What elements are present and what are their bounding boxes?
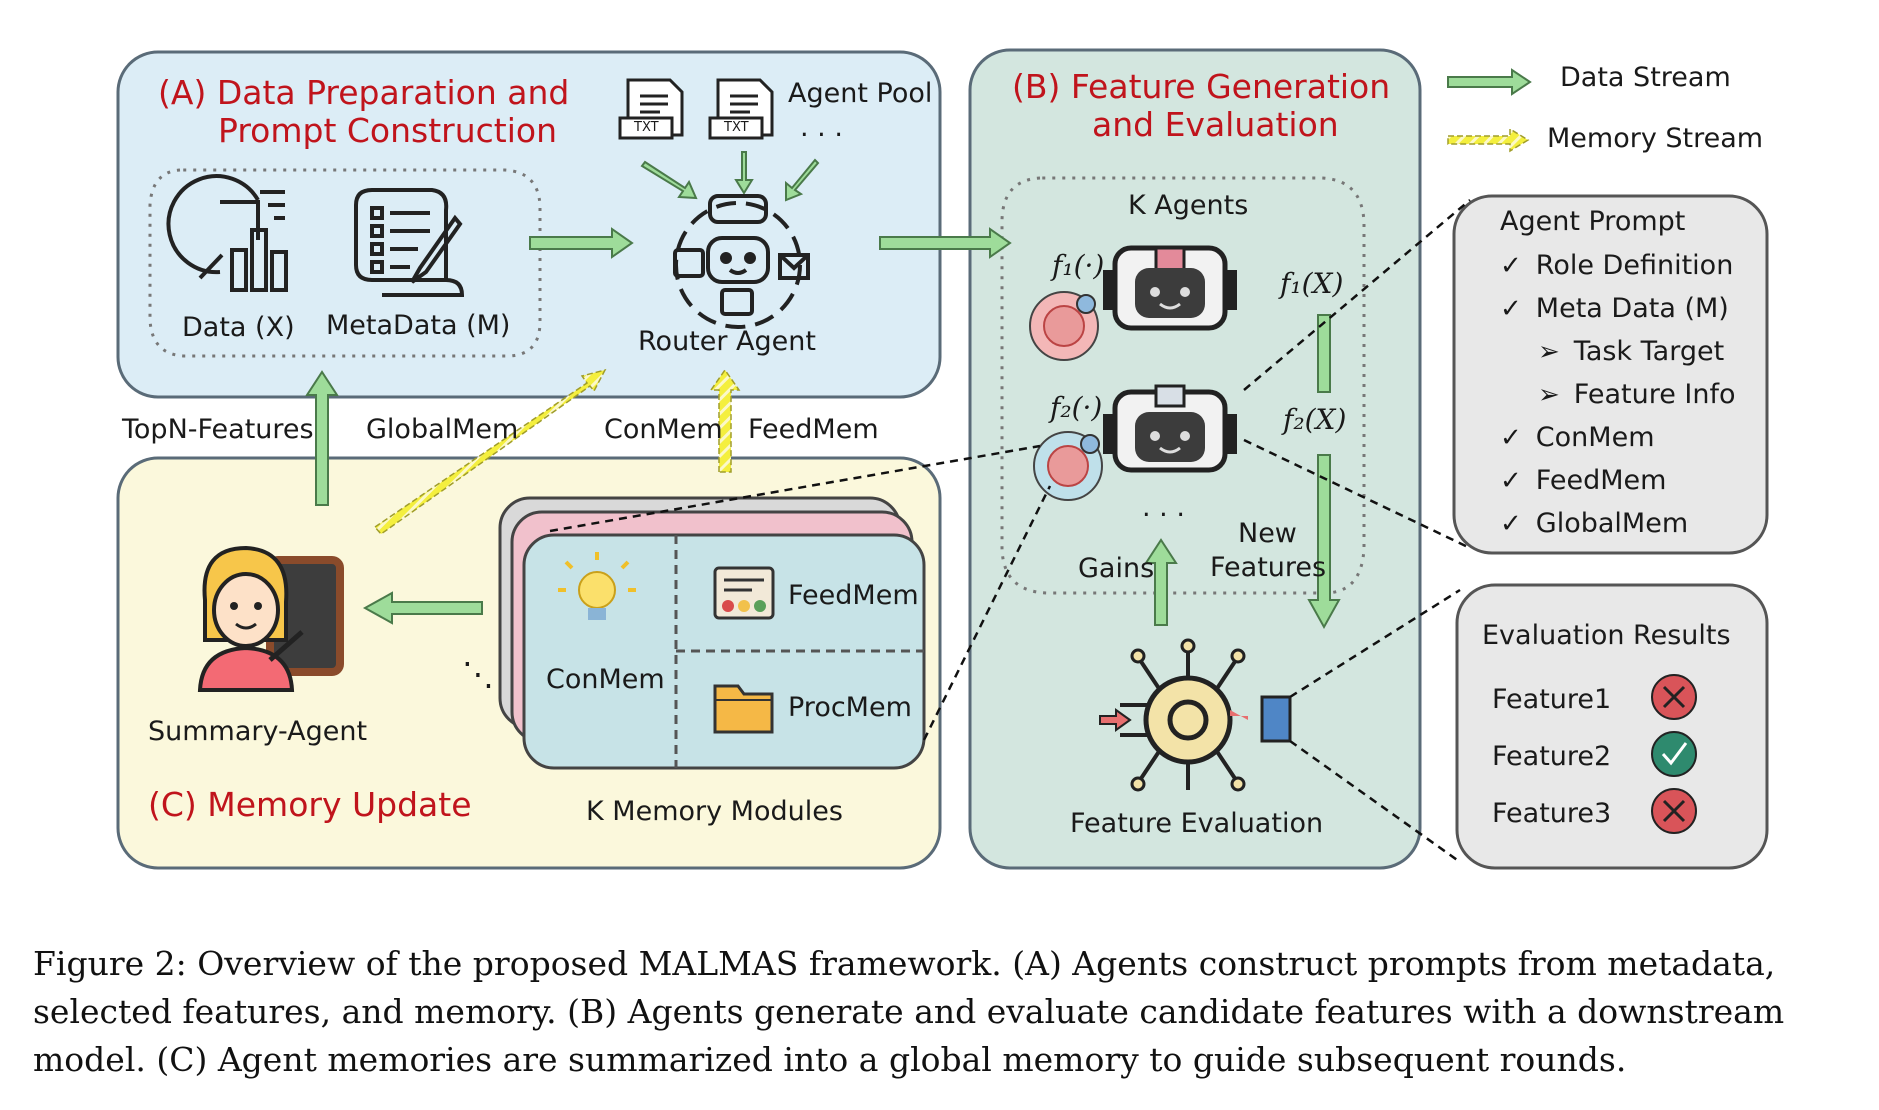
arrow-topn-up xyxy=(305,370,339,506)
arrow-summary-in xyxy=(362,591,483,625)
new-features-label-1: New xyxy=(1238,518,1297,549)
evaluation-results-title: Evaluation Results xyxy=(1482,620,1731,651)
agent-robot-2-icon xyxy=(1103,384,1237,473)
feature-evaluation-label: Feature Evaluation xyxy=(1070,808,1324,839)
txt-label-1: TXT xyxy=(634,120,659,135)
agent-prompt-box xyxy=(1452,194,1769,555)
check-icon: ✓ xyxy=(1500,294,1522,324)
check-icon: ✓ xyxy=(1500,509,1522,539)
arrow-legend-memory xyxy=(1447,127,1530,153)
agent-prompt-item-text: ConMem xyxy=(1535,422,1655,453)
agent-prompt-item-text: FeedMem xyxy=(1535,465,1667,496)
router-agent-label: Router Agent xyxy=(638,326,816,357)
arrow-bullet-icon: ➢ xyxy=(1538,380,1560,410)
agent-robot-1-icon xyxy=(1103,245,1237,331)
feature2-pass-icon xyxy=(1651,731,1697,777)
f1-func-label: f₁(·) xyxy=(1052,249,1105,282)
summary-agent-icon xyxy=(197,545,344,692)
agent-prompt-item-text: Meta Data (M) xyxy=(1535,293,1729,324)
brain-cycle-icon-1 xyxy=(1029,291,1099,361)
check-icon: ✓ xyxy=(1500,251,1522,281)
panel-c-title: (C) Memory Update xyxy=(148,785,472,824)
arrow-feedmem-up xyxy=(709,368,741,473)
agent-prompt-item: ✓ ConMem xyxy=(1500,422,1655,454)
dashed-connectors xyxy=(549,199,1471,864)
feature-evaluation-icon xyxy=(1099,638,1292,792)
figure-caption: Figure 2: Overview of the proposed MALMA… xyxy=(33,944,1785,1079)
summary-agent-label: Summary-Agent xyxy=(148,716,368,747)
data-chart-icon xyxy=(166,174,288,292)
agent-pool-label: Agent Pool xyxy=(788,78,933,109)
panel-a-title-line1: (A) Data Preparation and xyxy=(158,73,570,112)
check-icon: ✓ xyxy=(1500,423,1522,453)
feature1-fail-icon xyxy=(1651,674,1697,720)
feature1-label: Feature1 xyxy=(1492,684,1612,715)
arrow-gains-up xyxy=(1144,538,1178,626)
agent-prompt-item: ✓ FeedMem xyxy=(1500,465,1666,497)
gains-label: Gains xyxy=(1078,553,1155,584)
brain-cycle-icon-2 xyxy=(1033,431,1103,501)
folder-icon xyxy=(713,684,774,734)
memory-stack-dots: ⋱ xyxy=(462,655,494,693)
data-label: Data (X) xyxy=(182,312,295,343)
f2-output-label: f₂(X) xyxy=(1283,403,1347,436)
arrow-bullet-icon: ➢ xyxy=(1538,337,1560,367)
metadata-scroll-icon xyxy=(354,188,465,297)
agent-prompt-item: ✓ GlobalMem xyxy=(1500,508,1688,540)
flow-conmem-label: ConMem xyxy=(604,414,723,445)
feedback-board-icon xyxy=(713,566,775,620)
arrow-data-to-router xyxy=(529,227,634,259)
arrow-legend-data xyxy=(1447,68,1532,96)
agent-prompt-item-text: GlobalMem xyxy=(1535,508,1689,539)
agent-prompt-title: Agent Prompt xyxy=(1500,206,1686,237)
procmem-label: ProcMem xyxy=(788,692,912,723)
panel-b-title-line1: (B) Feature Generation xyxy=(1012,67,1391,106)
k-memory-modules-label: K Memory Modules xyxy=(586,796,843,827)
check-icon: ✓ xyxy=(1500,466,1522,496)
agent-prompt-item: ✓ Meta Data (M) xyxy=(1500,293,1729,325)
agent-prompt-item: ✓ Role Definition xyxy=(1500,250,1733,282)
feature3-label: Feature3 xyxy=(1492,798,1612,829)
agent-prompt-item: ➢ Feature Info xyxy=(1538,379,1736,411)
new-features-label-2: Features xyxy=(1210,552,1327,583)
feature3-fail-icon xyxy=(1651,788,1697,834)
agent-prompt-item: ➢ Task Target xyxy=(1538,336,1724,368)
metadata-label: MetaData (M) xyxy=(326,310,511,341)
agent-prompt-item-text: Feature Info xyxy=(1573,379,1736,410)
legend-data-stream: Data Stream xyxy=(1560,62,1731,93)
arrow-router-to-agents xyxy=(879,227,1012,259)
router-agent-icon xyxy=(673,194,810,329)
agent-prompt-item-text: Role Definition xyxy=(1535,250,1734,281)
agent-prompt-item-text: Task Target xyxy=(1573,336,1725,367)
arrow-globalmem xyxy=(373,368,607,536)
feature2-label: Feature2 xyxy=(1492,741,1612,772)
arrow-f-down xyxy=(1317,314,1331,393)
flow-feedmem-label: FeedMem xyxy=(748,414,879,445)
k-agents-label: K Agents xyxy=(1128,190,1249,221)
flow-topn-label: TopN-Features xyxy=(122,414,314,445)
panel-b-title-line2: and Evaluation xyxy=(1092,105,1339,144)
f1-output-label: f₁(X) xyxy=(1280,267,1344,300)
txt-file-icons xyxy=(618,78,774,140)
arrow-txt1-router xyxy=(640,160,698,200)
arrow-to-eval xyxy=(1307,454,1341,630)
conmem-label: ConMem xyxy=(546,664,665,695)
f2-func-label: f₂(·) xyxy=(1050,391,1103,424)
feedmem-label: FeedMem xyxy=(788,580,919,611)
agents-dots: . . . xyxy=(1142,492,1185,523)
memory-card-dividers xyxy=(674,535,924,768)
panel-a-title-line2: Prompt Construction xyxy=(218,111,557,150)
legend-memory-stream: Memory Stream xyxy=(1547,123,1764,154)
flow-globalmem-label: GlobalMem xyxy=(366,414,519,445)
bulb-icon xyxy=(558,552,636,620)
agent-pool-dots: . . . xyxy=(800,112,843,143)
data-arrows xyxy=(305,68,1532,630)
txt-label-2: TXT xyxy=(724,120,749,135)
arrow-txt2-router xyxy=(734,151,754,195)
arrow-pool-router xyxy=(785,158,820,202)
